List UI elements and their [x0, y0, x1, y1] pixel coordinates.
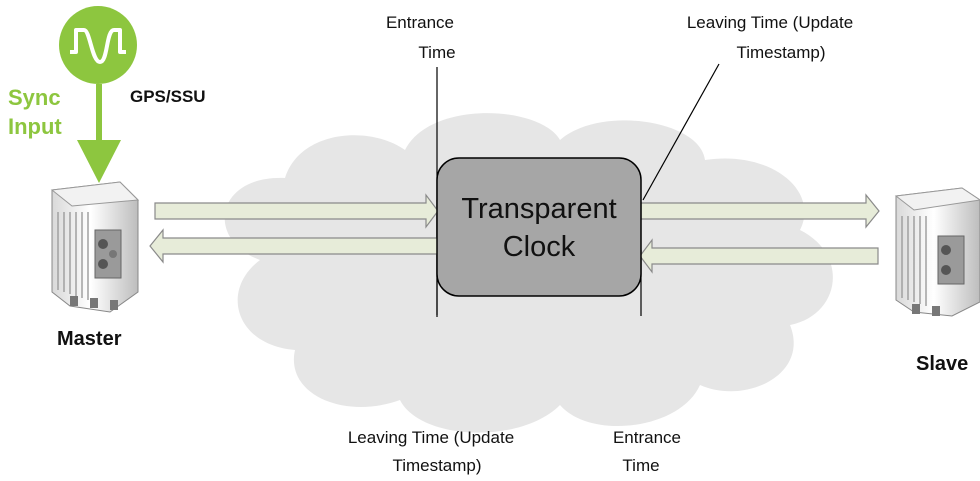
- top-entrance-label-line2: Time: [418, 43, 455, 62]
- slave-label: Slave: [916, 353, 968, 375]
- slave-radio-unit: [894, 187, 980, 317]
- arrow-slave-to-clock: [639, 238, 879, 274]
- master-radio-unit: [50, 181, 140, 313]
- master-label: Master: [57, 328, 122, 350]
- sync-input-label-line1: Sync: [8, 85, 61, 110]
- sine-square-wave-icon: [59, 6, 137, 84]
- arrow-master-to-clock: [154, 193, 439, 229]
- transparent-clock-label-line2: Clock: [503, 231, 576, 263]
- transparent-clock-box: Transparent Clock: [436, 157, 642, 297]
- bottom-entrance-label-line2: Time: [622, 456, 659, 475]
- transparent-clock-label-line1: Transparent: [461, 193, 616, 225]
- leaving-time-callout: [642, 63, 720, 201]
- sync-input-label-line2: Input: [8, 114, 62, 139]
- arrow-clock-to-slave: [640, 193, 880, 229]
- bottom-leaving-label-line1: Leaving Time (Update: [348, 428, 514, 447]
- sync-input-arrow: [77, 84, 121, 183]
- bottom-leaving-label-line2: Timestamp): [392, 456, 481, 475]
- top-leaving-label-line1: Leaving Time (Update: [687, 13, 853, 32]
- top-leaving-label-line2: Timestamp): [736, 43, 825, 62]
- bottom-entrance-label-line1: Entrance: [613, 428, 681, 447]
- gps-ssu-label: GPS/SSU: [130, 87, 206, 106]
- arrow-clock-to-master: [149, 228, 439, 264]
- top-entrance-label-line1: Entrance: [386, 13, 454, 32]
